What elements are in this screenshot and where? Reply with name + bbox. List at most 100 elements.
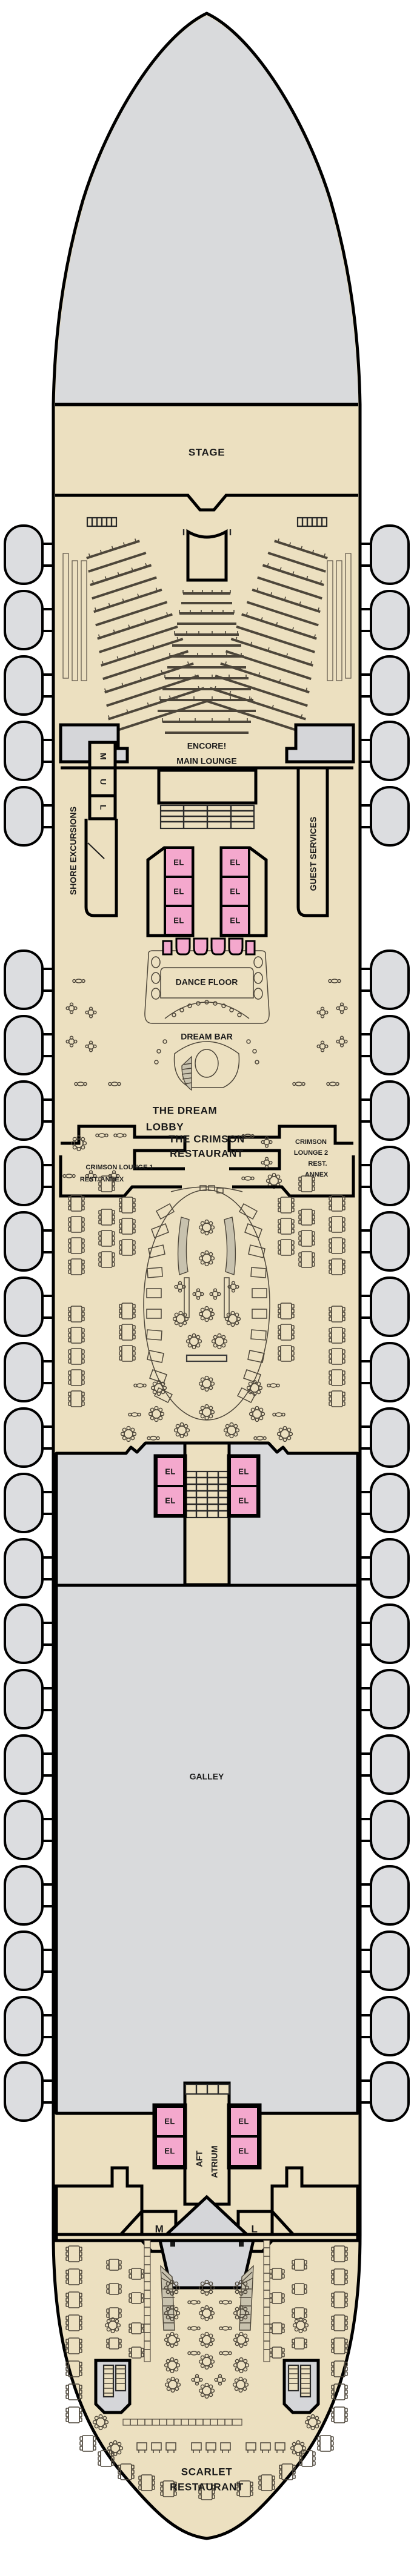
dream-lobby-area: DANCE FLOOR DREAM BAR bbox=[65, 937, 348, 1132]
lifeboat bbox=[360, 524, 410, 585]
lifeboat bbox=[360, 1276, 410, 1337]
elevator-car[interactable]: EL bbox=[164, 905, 194, 936]
lifeboat bbox=[360, 1015, 410, 1075]
lifeboat bbox=[4, 1146, 53, 1206]
elevator-car[interactable]: EL bbox=[220, 876, 250, 907]
midship-elevator-bank[interactable]: EL EL EL EL bbox=[153, 1454, 261, 1518]
dance-floor-seating bbox=[162, 937, 256, 956]
lifeboat bbox=[360, 1734, 410, 1795]
scarlet-service-station-starboard bbox=[282, 2359, 320, 2414]
lifeboat bbox=[4, 1080, 53, 1141]
crimson-restaurant-label: RESTAURANT bbox=[170, 1148, 244, 1159]
lifeboat bbox=[4, 524, 53, 585]
lifeboat bbox=[360, 1146, 410, 1206]
lifeboat bbox=[360, 1669, 410, 1729]
lifeboat bbox=[4, 949, 53, 1010]
elevator-label: EL bbox=[238, 2116, 249, 2125]
aft-escalator-port bbox=[160, 2265, 175, 2331]
lifeboat bbox=[4, 1930, 53, 1991]
elevator-label: EL bbox=[165, 1467, 176, 1476]
elevator-car[interactable]: EL bbox=[164, 876, 194, 907]
lifeboat bbox=[360, 1800, 410, 1860]
stage-label: STAGE bbox=[189, 446, 225, 458]
lifeboat bbox=[4, 1276, 53, 1337]
elevator-label: EL bbox=[238, 2146, 249, 2155]
encore-main-lounge: ENCORE! MAIN LOUNGE bbox=[59, 517, 355, 766]
elevator-car[interactable]: EL bbox=[155, 2135, 185, 2167]
encore-label: ENCORE! bbox=[187, 741, 227, 751]
lifeboat bbox=[4, 1865, 53, 1926]
crimson-oval-seating bbox=[146, 1203, 267, 1403]
elevator-label: EL bbox=[165, 1496, 176, 1505]
lifeboat bbox=[4, 1342, 53, 1402]
guest-services-label: GUEST SERVICES bbox=[309, 817, 318, 891]
forward-elevator-bank[interactable]: EL EL EL EL EL EL bbox=[146, 846, 268, 937]
elevator-car[interactable]: EL bbox=[229, 1456, 259, 1487]
stage-area: STAGE bbox=[55, 446, 358, 512]
shore-excursions-label: SHORE EXCURSIONS bbox=[68, 807, 78, 895]
main-lounge-label: MAIN LOUNGE bbox=[176, 756, 237, 766]
elevator-car[interactable]: EL bbox=[155, 1485, 185, 1516]
lifeboat bbox=[4, 1211, 53, 1272]
main-lounge-port-seating bbox=[86, 538, 210, 734]
scarlet-label: SCARLET bbox=[181, 2466, 232, 2477]
elevator-car[interactable]: EL bbox=[155, 2105, 185, 2138]
bow-service-area bbox=[55, 16, 358, 406]
elevator-label: EL bbox=[230, 887, 241, 896]
mul-label-m: M bbox=[98, 753, 108, 760]
main-lounge-starboard-seating bbox=[204, 538, 328, 734]
scarlet-rails bbox=[122, 2240, 270, 2426]
crimson-lounge-annexes: CRIMSON LOUNGE 1 REST. ANNEX CRIMSON LOU… bbox=[61, 1125, 353, 1189]
lifeboat bbox=[360, 1080, 410, 1141]
lifeboat bbox=[4, 1734, 53, 1795]
lifeboat bbox=[360, 949, 410, 1010]
lifeboat-row-starboard bbox=[360, 524, 410, 2122]
galley-label: GALLEY bbox=[190, 1772, 224, 1782]
elevator-label: EL bbox=[173, 916, 184, 925]
elevator-label: EL bbox=[238, 1496, 249, 1505]
crimson-lounge-1-label: CRIMSON LOUNGE 1 bbox=[85, 1164, 153, 1171]
elevator-car[interactable]: EL bbox=[229, 2135, 259, 2167]
lifeboat bbox=[360, 1211, 410, 1272]
forward-public-area: M U L SHORE EXCURSIONS GUEST SERVICES bbox=[61, 741, 353, 917]
lifeboat bbox=[4, 1473, 53, 1533]
elevator-label: EL bbox=[164, 2116, 175, 2125]
elevator-car[interactable]: EL bbox=[229, 1485, 259, 1516]
elevator-car[interactable]: EL bbox=[164, 847, 194, 878]
lifeboat bbox=[360, 2061, 410, 2122]
lifeboat bbox=[4, 590, 53, 650]
aft-elevator-bank[interactable]: EL EL EL EL bbox=[152, 2103, 262, 2170]
elevator-car[interactable]: EL bbox=[220, 905, 250, 936]
elevator-car[interactable]: EL bbox=[220, 847, 250, 878]
crimson-lounge-1-annex-label: REST. ANNEX bbox=[80, 1176, 124, 1183]
restroom-ladies-label: L bbox=[252, 2223, 258, 2234]
lifeboat bbox=[4, 1996, 53, 2056]
crimson-restaurant: THE CRIMSON RESTAURANT bbox=[59, 1133, 355, 1442]
lifeboat bbox=[360, 786, 410, 847]
crimson-lounge-2-label-b: LOUNGE 2 bbox=[294, 1149, 328, 1157]
lifeboat bbox=[4, 1015, 53, 1075]
elevator-label: EL bbox=[164, 2146, 175, 2155]
crimson-lounge-2-label-c: REST. bbox=[308, 1160, 327, 1167]
scarlet-service-station-port bbox=[94, 2359, 132, 2414]
lifeboat bbox=[360, 1407, 410, 1468]
restroom-men-label: M bbox=[155, 2223, 164, 2234]
lobby-label: LOBBY bbox=[146, 1121, 184, 1132]
midship-stair bbox=[184, 1470, 230, 1519]
lifeboat bbox=[360, 1473, 410, 1533]
lifeboat bbox=[360, 1865, 410, 1926]
lifeboat bbox=[360, 1603, 410, 1664]
elevator-car[interactable]: EL bbox=[229, 2105, 259, 2138]
scarlet-loose-chairs bbox=[136, 2442, 285, 2453]
aft-atrium-label-b: ATRIUM bbox=[210, 2145, 219, 2178]
lifeboat bbox=[4, 1603, 53, 1664]
galley-area: GALLEY bbox=[55, 1441, 359, 2115]
the-dream-label: THE DREAM bbox=[153, 1105, 217, 1116]
elevator-label: EL bbox=[238, 1467, 249, 1476]
lounge-rail-bank-starboard bbox=[327, 553, 352, 681]
the-crimson-label: THE CRIMSON bbox=[169, 1133, 245, 1144]
lifeboat bbox=[360, 1342, 410, 1402]
elevator-car[interactable]: EL bbox=[155, 1456, 185, 1487]
